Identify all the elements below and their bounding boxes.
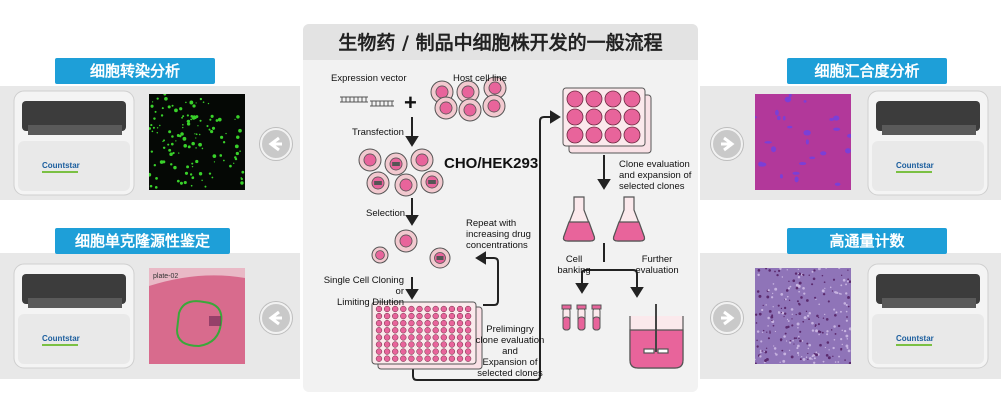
- plate-label: plate-02: [153, 273, 178, 280]
- micrograph-confluence: [755, 94, 851, 190]
- micrograph-high-throughput: [755, 268, 851, 364]
- brand-text: Countstar: [896, 161, 934, 170]
- label-host-cell-line: Host cell line: [453, 73, 507, 84]
- brand-text: Countstar: [42, 334, 80, 343]
- page-title: 生物药 / 制品中细胞株开发的一般流程: [303, 24, 698, 60]
- arrow-left-icon: [268, 136, 282, 152]
- micrograph-green-fluorescence: [149, 94, 245, 190]
- micrograph-single-clone: plate-02: [149, 268, 245, 364]
- brand-text: Countstar: [896, 334, 934, 343]
- tag-monoclonality: 细胞单克隆源性鉴定: [55, 228, 230, 254]
- arrow-left-icon: [268, 310, 282, 326]
- tag-confluence-analysis: 细胞汇合度分析: [787, 58, 947, 84]
- label-cell-line: CHO/HEK293: [444, 155, 539, 172]
- label-selection: Selection: [366, 208, 406, 219]
- tag-high-throughput-count: 高通量计数: [787, 228, 947, 254]
- right-arrow-button-top[interactable]: [711, 128, 743, 160]
- brand-text: Countstar: [42, 161, 80, 170]
- label-transfection: Transfection: [352, 127, 404, 138]
- left-arrow-button-top[interactable]: [260, 128, 292, 160]
- arrow-right-icon: [721, 310, 735, 326]
- right-arrow-button-bottom[interactable]: [711, 302, 743, 334]
- countstar-device-top-right: Countstar: [867, 90, 989, 196]
- countstar-device-bottom-right: Countstar: [867, 263, 989, 369]
- countstar-device-bottom-left: Countstar: [13, 263, 135, 369]
- left-arrow-button-bottom[interactable]: [260, 302, 292, 334]
- arrow-right-icon: [721, 136, 735, 152]
- label-expression-vector: Expression vector: [331, 73, 407, 84]
- tag-transfection-analysis: 细胞转染分析: [55, 58, 215, 84]
- plus-sign: +: [404, 90, 417, 115]
- countstar-device-top-left: Countstar: [13, 90, 135, 196]
